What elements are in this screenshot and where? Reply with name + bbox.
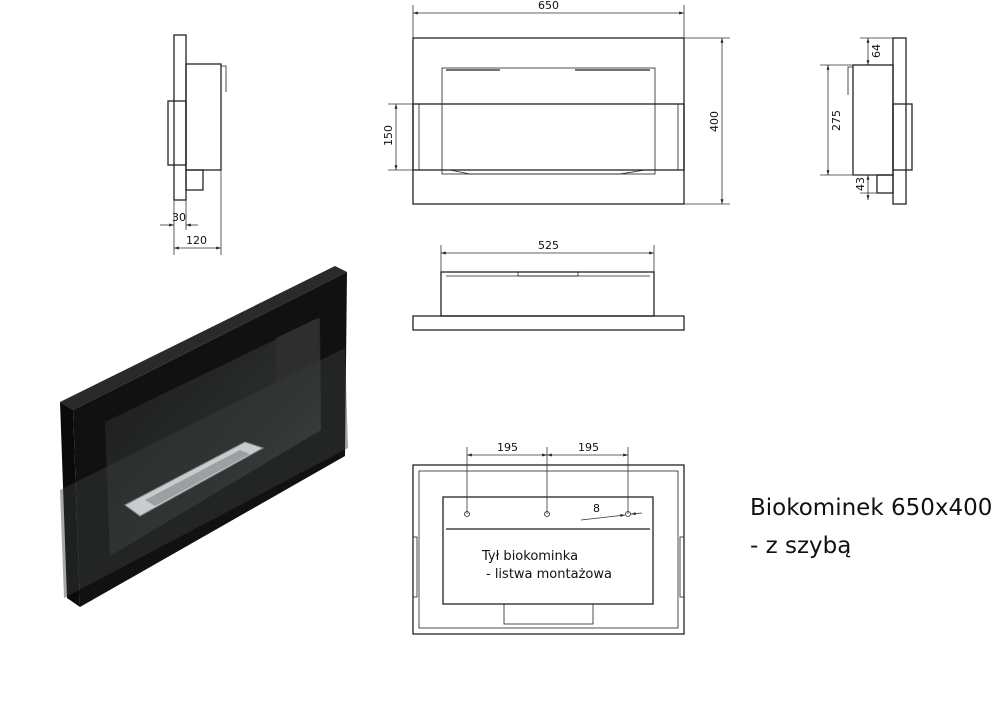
dim-64: 64: [870, 44, 883, 58]
dim-400: 400: [708, 111, 721, 132]
dim-8: 8: [593, 502, 600, 515]
right-side-view: 64 275 43: [820, 37, 913, 205]
dim-195-left: 195: [497, 441, 518, 454]
dim-30: 30: [172, 211, 186, 224]
dim-650: 650: [538, 0, 559, 12]
top-view: 525: [412, 239, 685, 331]
dim-43: 43: [854, 177, 867, 191]
dim-525: 525: [538, 239, 559, 252]
dim-195-right: 195: [578, 441, 599, 454]
back-note-line1: Tył biokominka: [481, 549, 578, 564]
back-view: 195 195 8 Tył biokominka - listwa montaż…: [412, 441, 685, 635]
back-note-line2: - listwa montażowa: [486, 567, 612, 582]
product-title-line1: Biokominek 650x400: [750, 495, 993, 521]
dim-275: 275: [830, 110, 843, 131]
product-title-line2: - z szybą: [750, 533, 852, 559]
dim-150: 150: [382, 125, 395, 146]
fireplace-3d-render: [60, 266, 348, 607]
left-side-view: 30 120: [160, 34, 227, 255]
front-view: 650 400 150: [382, 0, 730, 205]
dim-120: 120: [186, 234, 207, 247]
